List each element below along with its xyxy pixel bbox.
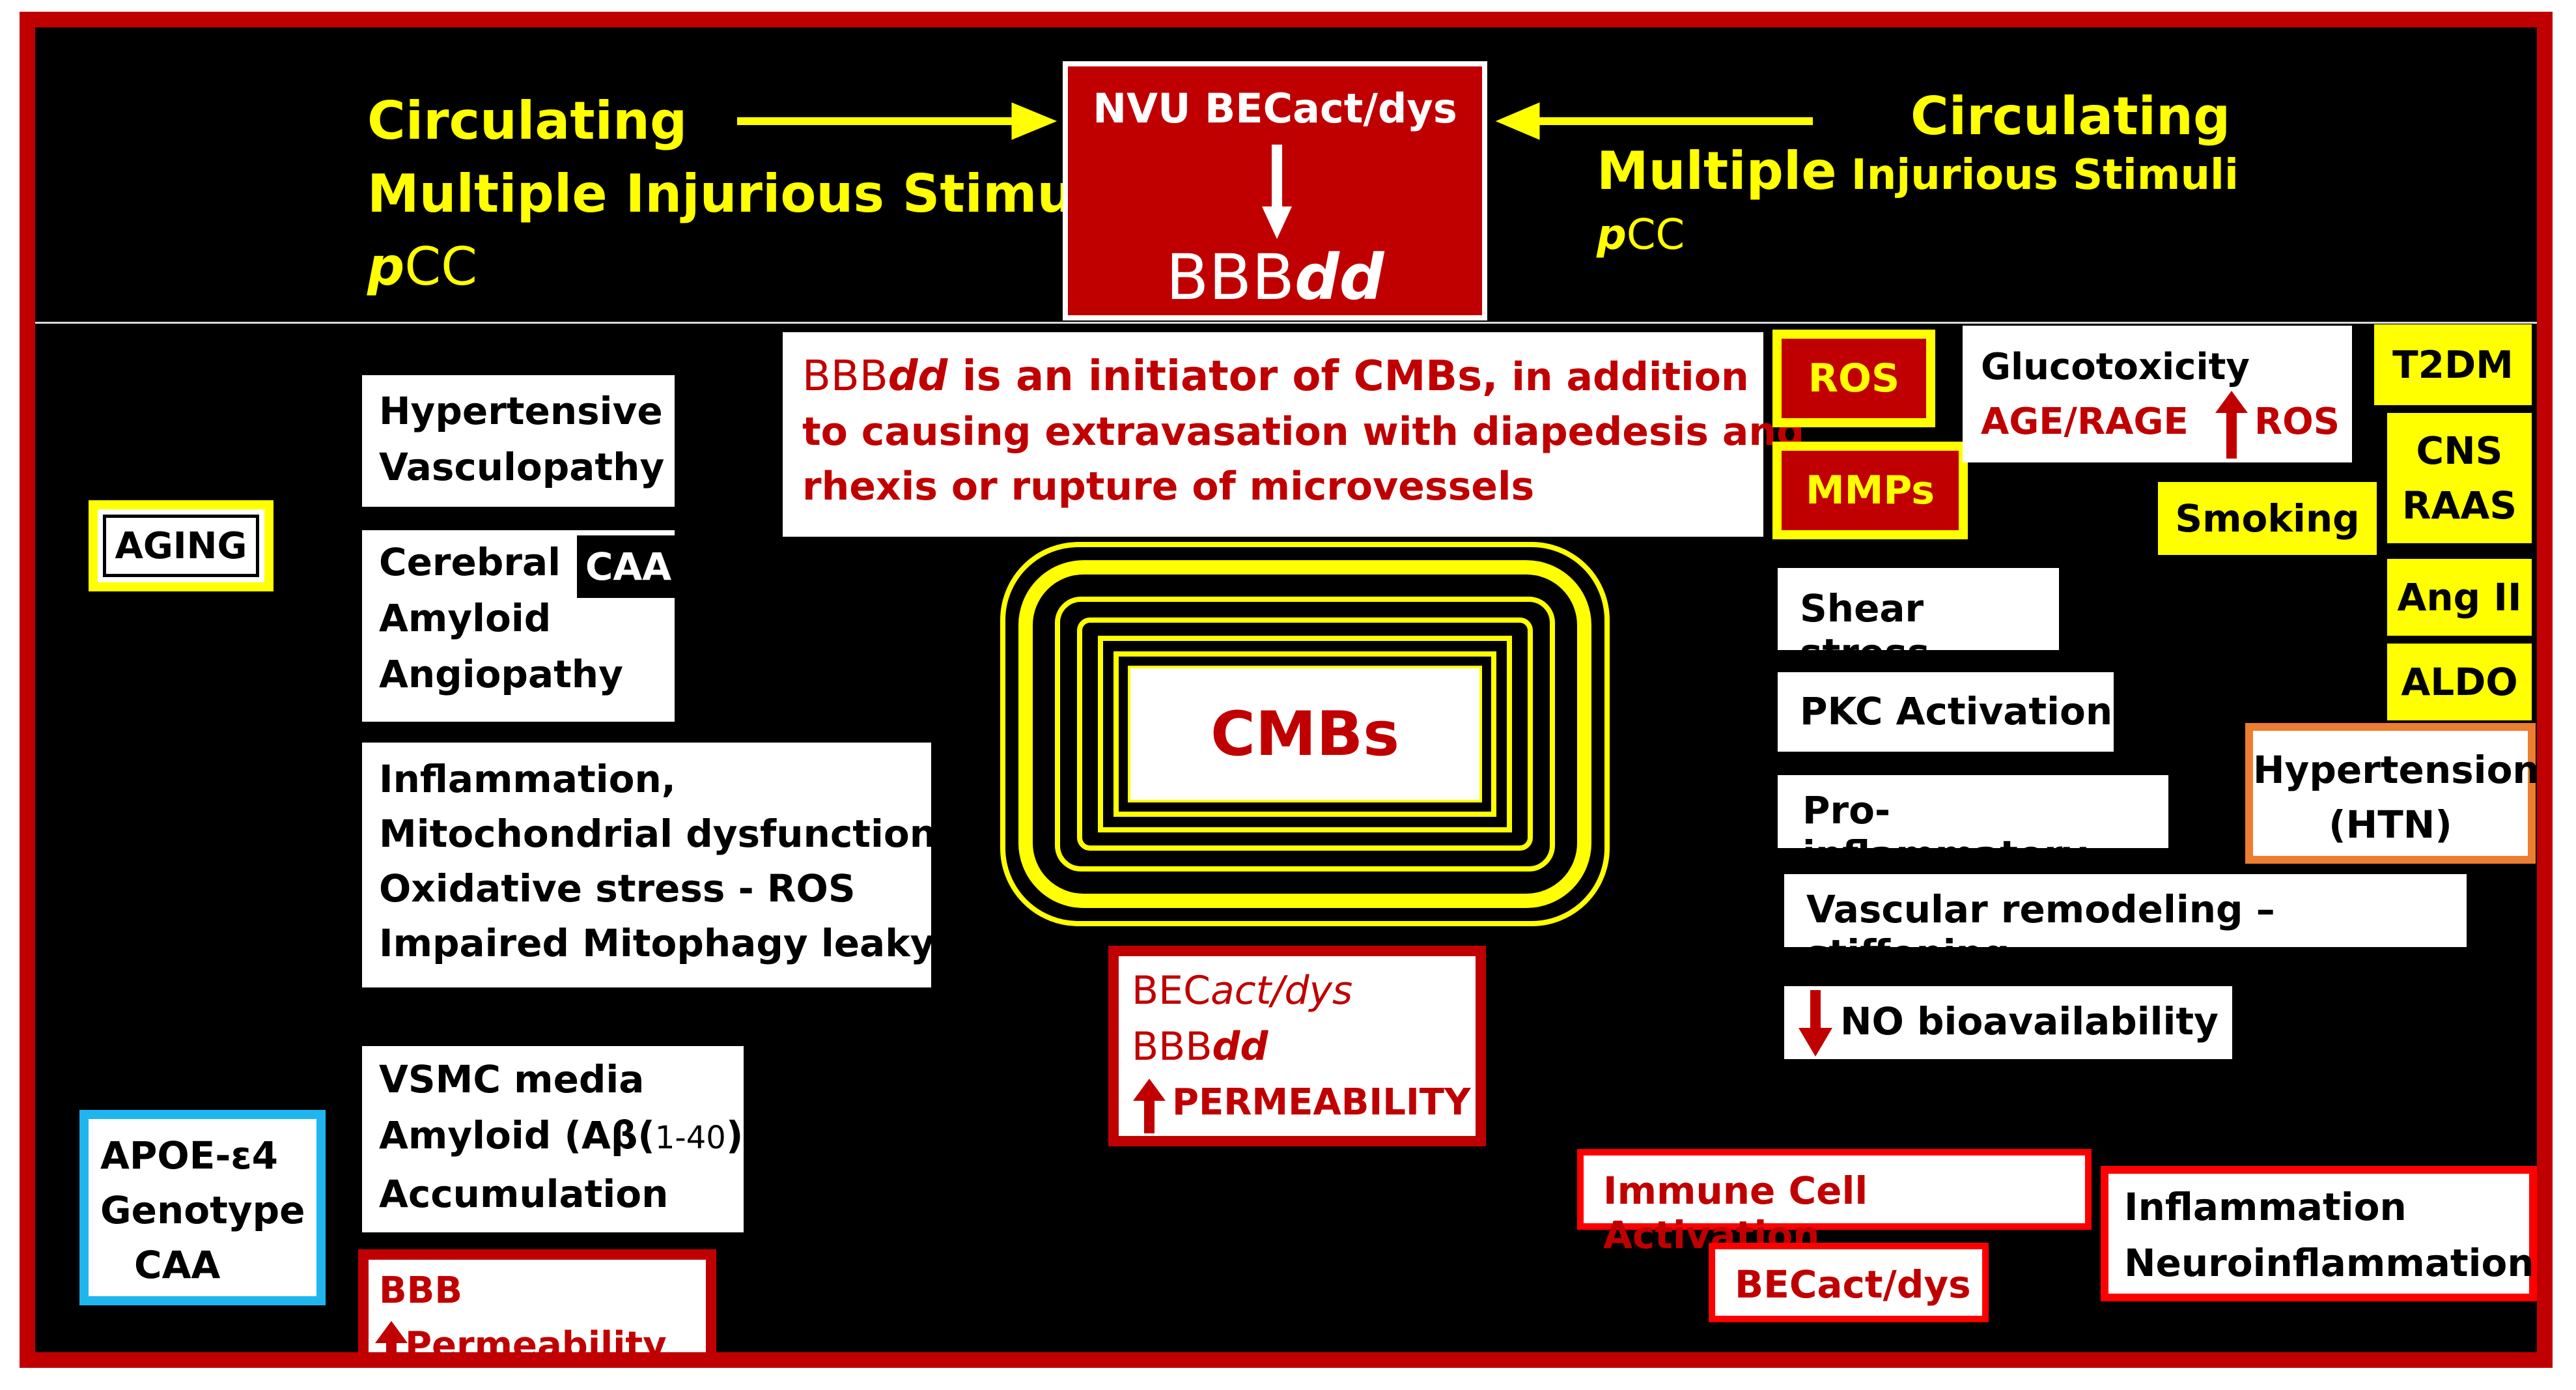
right-stimuli-line1: Circulating [1911,86,2231,147]
inflammation-line3: Oxidative stress - ROS [379,866,856,911]
shear-stress-box: Shear stress [1778,568,2059,675]
inflammation-line2: Mitochondrial dysfunction, [379,812,951,856]
apoe-line1: APOE-ε4 [100,1133,279,1178]
cmbs-ring-2 [1018,560,1591,908]
left-stimuli: Circulating Multiple Injurious Stimuli p… [367,85,1110,304]
pkc-activation-box: PKC Activation [1778,672,2114,752]
vascular-remodeling-box: Vascular remodeling – stiffening [1784,874,2467,976]
bbb-permeability-box: BBB Permeability [358,1249,716,1352]
inflammation-line1: Inflammation, [379,757,676,801]
nvu-box: NVU BECact/dys BBBdd [1063,61,1487,320]
cerebral-line3: Angiopathy [379,652,623,696]
caa-tag: CAA [577,535,680,598]
no-bioavailability-label: NO bioavailability [1840,999,2219,1043]
center-becact: BECact/dys [1132,968,1353,1014]
initiator-line2: to causing extravasation with diapedesis… [802,409,1805,455]
ros-label: ROS [1782,339,1926,418]
pro-inflammatory-box: Pro-inflammatory [1778,775,2168,877]
center-bbbdd: BBBdd [1132,1024,1268,1070]
no-bioavailability-box: NO bioavailability [1784,986,2232,1059]
immune-cell-box: Immune Cell Activation [1577,1149,2092,1257]
apoe-line3: CAA [134,1243,221,1287]
right-arrow-head [1495,102,1540,140]
vsmc-box: VSMC media Amyloid (Aβ(1-40) Accumulatio… [362,1046,744,1232]
down-arrow-icon [1799,990,1832,1057]
nvu-title: NVU BECact/dys [1093,85,1457,132]
ros-box: ROS [1772,330,1935,427]
cns-raas-box: CNS RAAS [2387,413,2532,543]
inflammation-box: Inflammation, Mitochondrial dysfunction,… [362,743,951,987]
hypertensive-box: Hypertensive Vasculopathy [362,375,675,507]
apoe-line2: Genotype [100,1188,305,1232]
cerebral-line1: Cerebral [379,540,561,584]
header-arrows [737,102,1813,140]
permeability-label: Permeability [375,1318,706,1352]
inflammation-line4: Impaired Mitophagy leaky [379,921,935,965]
left-arrow-head [1011,102,1057,140]
ang2-box: Ang II [2387,559,2532,636]
up-arrow-icon [1133,1079,1166,1133]
nvu-down-arrow [1262,145,1292,239]
left-stimuli-line1: Circulating [367,91,688,151]
t2dm-box: T2DM [2374,324,2532,405]
raas-label: RAAS [2401,483,2517,528]
glucotoxicity-line1: Glucotoxicity [1981,346,2250,388]
glucotoxicity-box: Glucotoxicity AGE/RAGE ROS [1963,326,2352,462]
smoking-box: Smoking [2158,482,2377,555]
center-permeability-box: BECact/dys BBBdd PERMEABILITY [1108,946,1486,1146]
hypertensive-line2: Vasculopathy [379,445,665,489]
up-arrow-icon [375,1321,408,1352]
vsmc-line1: VSMC media [379,1057,645,1101]
initiator-line1: BBBdd is an initiator of CMBs, in additi… [802,352,1749,401]
aldo-box: ALDO [2387,644,2532,720]
right-stimuli-line2: Multiple Injurious Stimuli [1597,141,2239,201]
becact-box: BECact/dys [1709,1243,1989,1322]
neuroinflammation-line2: Neuroinflammation [2124,1241,2534,1285]
vsmc-line2: Amyloid (Aβ(1-40) [379,1113,744,1157]
neuroinflammation-line1: Inflammation [2124,1185,2407,1229]
initiator-line3: rhexis or rupture of microvessels [802,464,1535,509]
cerebral-amyloid-box: Cerebral Amyloid Angiopathy [362,530,675,722]
left-stimuli-line3: pCC [367,236,477,297]
htn-line1: Hypertension [2253,748,2540,792]
mmps-label: MMPs [1782,451,1959,530]
apoe-box: APOE-ε4 Genotype CAA [79,1110,326,1305]
left-stimuli-line2: Multiple Injurious Stimuli [367,163,1110,224]
center-permeability: PERMEABILITY [1132,1075,1476,1133]
cmbs-ring-4 [1077,617,1533,851]
htn-line2: (HTN) [2329,802,2452,847]
header-divider [35,322,2537,324]
cmbs-ring-5 [1098,636,1512,832]
cerebral-line2: Amyloid [379,596,552,640]
vsmc-line3: Accumulation [379,1172,669,1216]
cmbs-ring-6 [1113,651,1496,817]
cmbs-center-box: CMBs [1128,666,1482,802]
initiator-box: BBBdd is an initiator of CMBs, in additi… [783,332,1805,537]
bbb-label: BBB [379,1269,463,1312]
mmps-box: MMPs [1772,442,1968,539]
aging-box: AGING [89,500,273,591]
cmbs-ring-3 [1055,597,1555,872]
diagram-frame: Circulating Multiple Injurious Stimuli p… [20,12,2553,1368]
glucotoxicity-line2: AGE/RAGE ROS [1981,391,2352,459]
nvu-bbbdd: BBBdd [1166,241,1384,314]
neuroinflammation-box: Inflammation Neuroinflammation [2101,1166,2537,1301]
cmbs-ring-1 [1000,542,1610,926]
right-stimuli-line3: pCC [1597,211,1685,259]
hypertensive-line1: Hypertensive [379,389,663,433]
aging-label: AGING [115,524,247,567]
cmbs-label: CMBs [1210,698,1400,770]
up-arrow-icon [2215,391,2248,459]
cns-label: CNS [2416,429,2503,473]
htn-box: Hypertension (HTN) [2245,723,2540,864]
